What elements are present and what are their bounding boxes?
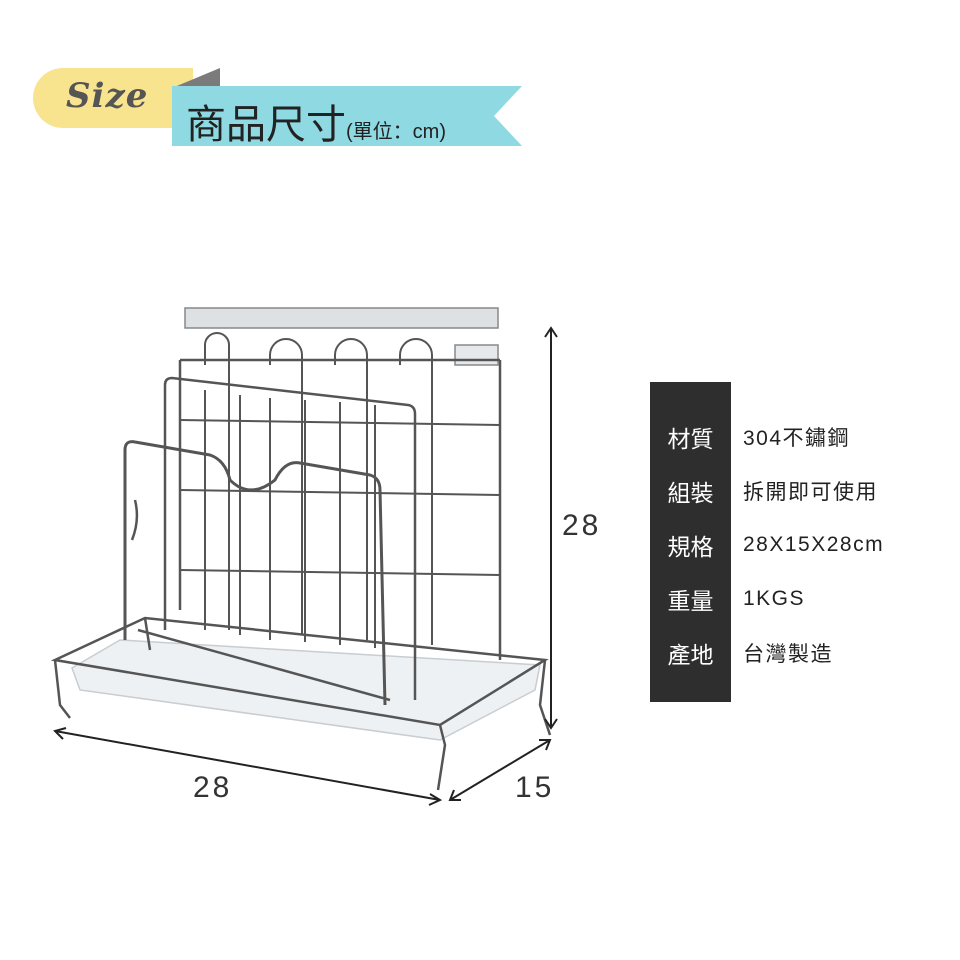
- spec-label: 組裝: [667, 480, 714, 506]
- spec-row-material: 材質 304不鏽鋼: [650, 417, 850, 457]
- spec-row-dimensions: 規格 28X15X28cm: [650, 525, 884, 565]
- spec-value: 1KGS: [743, 587, 806, 610]
- spec-value: 28X15X28cm: [743, 533, 885, 556]
- spec-row-origin: 產地 台灣製造: [650, 633, 833, 673]
- drip-tray: [71, 639, 541, 741]
- spec-label: 規格: [667, 534, 714, 560]
- size-word: Size: [66, 76, 149, 116]
- height-label: 28: [562, 509, 602, 542]
- depth-label: 15: [515, 771, 555, 804]
- legs: [53, 617, 552, 791]
- spec-value: 拆開即可使用: [743, 481, 878, 504]
- length-label: 28: [193, 771, 233, 804]
- size-tag: [33, 68, 193, 128]
- title-unit: (單位：cm): [346, 121, 446, 143]
- spec-label: 重量: [667, 588, 714, 614]
- length-arrow: [54, 730, 441, 801]
- spec-row-assembly: 組裝 拆開即可使用: [650, 471, 878, 511]
- spec-label: 產地: [667, 642, 714, 668]
- title-banner: [172, 86, 522, 146]
- spec-value: 304不鏽鋼: [743, 427, 851, 450]
- spec-label: 材質: [667, 426, 714, 452]
- page-title: 商品尺寸(單位：cm): [186, 92, 446, 150]
- spec-row-weight: 重量 1KGS: [650, 579, 805, 619]
- knife-slot-bar: [184, 307, 499, 329]
- title-text: 商品尺寸: [186, 103, 346, 147]
- spec-table: 材質 304不鏽鋼 組裝 拆開即可使用 規格 28X15X28cm 重量 1KGS 產地…: [650, 382, 883, 702]
- spec-value: 台灣製造: [743, 643, 833, 666]
- depth-arrow: [449, 739, 551, 801]
- ribbon-fold: [172, 68, 220, 88]
